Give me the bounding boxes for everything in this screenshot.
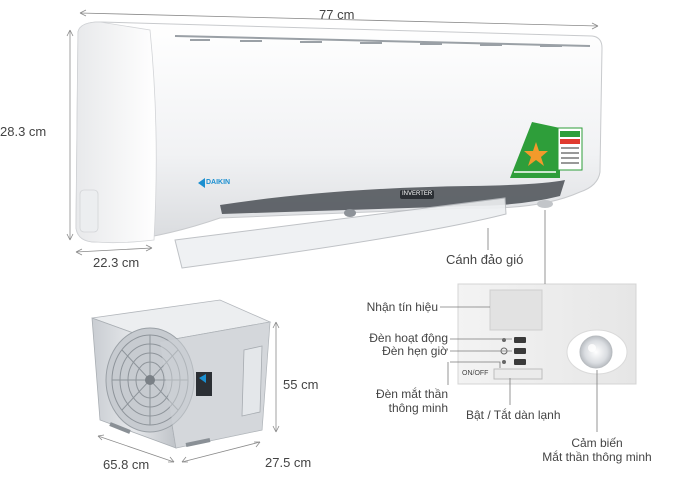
- callout-sensor-lamp-line2: thông minh: [388, 401, 448, 415]
- smart-eye-sensor: [579, 335, 613, 369]
- control-panel: [457, 283, 637, 385]
- outdoor-width-label: 65.8 cm: [103, 457, 150, 472]
- inverter-badge-text: INVERTER: [402, 191, 433, 197]
- callout-sensor-lamp-line1: Đèn mắt thần: [375, 387, 448, 401]
- callout-operation-lamp: Đèn hoạt động: [369, 331, 448, 345]
- callout-sensor-line1: Cảm biến: [571, 436, 623, 450]
- daikin-brand-text: DAIKIN: [206, 179, 231, 186]
- callout-lines: [440, 210, 598, 432]
- energy-sticker: [557, 127, 583, 171]
- callout-timer-lamp: Đèn hẹn giờ: [382, 344, 448, 358]
- outdoor-dimension-lines: [97, 321, 280, 463]
- sensor-lamp: [514, 359, 526, 365]
- indoor-dimension-lines: [66, 9, 599, 256]
- outdoor-unit: [91, 299, 272, 449]
- daikin-logo: [198, 178, 205, 188]
- panel-onoff-text: ON/OFF: [462, 370, 489, 377]
- indoor-height-label: 28.3 cm: [0, 124, 47, 139]
- swing-flap: [174, 197, 507, 269]
- indoor-unit: [75, 21, 603, 269]
- outdoor-height-label: 55 cm: [283, 377, 319, 392]
- operation-lamp: [514, 337, 526, 343]
- top-vents: [174, 35, 591, 47]
- callout-sensor-line2: Mắt thần thông minh: [542, 450, 652, 464]
- signal-receiver-window: [489, 289, 543, 331]
- callout-signal-receiver: Nhận tín hiệu: [366, 300, 438, 314]
- indoor-width-label: 77 cm: [319, 7, 355, 22]
- onoff-switch: [493, 368, 543, 380]
- energy-label: [510, 122, 560, 178]
- timer-lamp: [514, 348, 526, 354]
- outdoor-depth-label: 27.5 cm: [265, 455, 312, 470]
- callout-swing-flap: Cánh đảo gió: [446, 252, 524, 267]
- indoor-depth-label: 22.3 cm: [93, 255, 140, 270]
- callout-onoff-switch: Bật / Tắt dàn lạnh: [466, 408, 561, 422]
